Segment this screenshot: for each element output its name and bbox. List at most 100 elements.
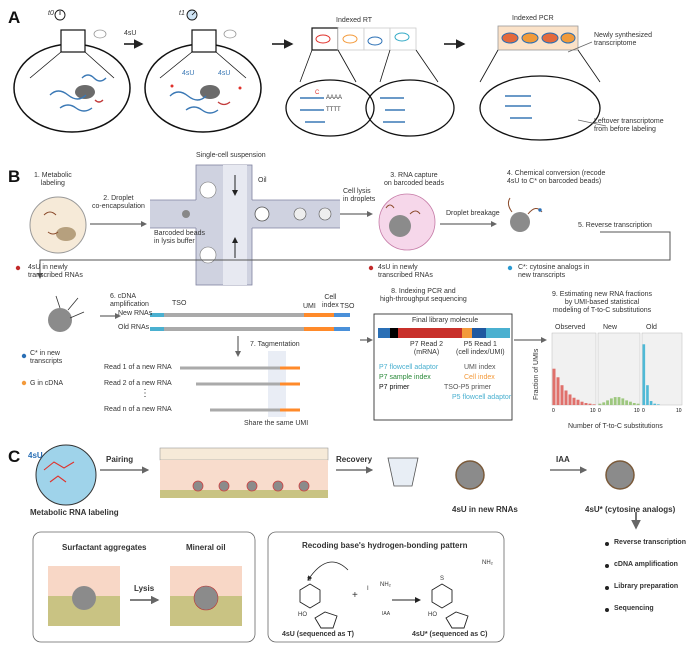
hist-bar-0-9 (588, 403, 592, 405)
lib-left-0: P7 flowcell adaptor (379, 364, 439, 371)
well-a1 (60, 29, 86, 53)
indexed-rt-label: Indexed RT (336, 17, 373, 24)
atom-nh2: NH₂ (380, 582, 391, 588)
step3-label: 3. RNA capture on barcoded beads (384, 172, 444, 188)
umi-label: UMI (303, 303, 316, 310)
tttt-label: TTTT (326, 107, 341, 113)
analogs-label: 4sU* (cytosine analogs) (585, 505, 676, 514)
iaa-label: IAA (556, 455, 570, 464)
bullet-2: Library preparation (614, 583, 679, 590)
legend-g: G in cDNA (30, 380, 64, 387)
share-umi-label: Share the same UMI (244, 420, 309, 427)
legend-4su-2: 4sU in newly transcribed RNAs (378, 264, 433, 280)
stopwatch-icon (54, 9, 66, 21)
lib-left-2: P7 primer (379, 384, 410, 391)
hist-bar-1-7 (625, 400, 629, 405)
t1-label: t1 (179, 10, 185, 17)
lysis-label: Lysis (134, 584, 155, 593)
step6-label: 6. cDNA amplification (110, 293, 149, 309)
hist-bar-1-4 (613, 397, 617, 405)
final-lib-label: Final library molecule (412, 317, 479, 324)
dots: ⋮ (140, 388, 150, 399)
hist-tick-2-0: 0 (642, 408, 645, 414)
newly-synth-label: Newly synthesized transcriptome (594, 32, 652, 48)
aaaa-label: AAAA (326, 95, 343, 101)
lib-right-3: P5 flowcell adaptor (452, 394, 512, 401)
iaa-small-label: IAA (382, 611, 391, 617)
hist-bar-1-9 (632, 403, 636, 405)
hist-bar-0-8 (584, 403, 588, 405)
hist-bar-0-0 (552, 368, 556, 405)
hist-bar-0-10 (592, 404, 596, 405)
hist-bar-1-0 (598, 403, 602, 405)
arrow-4su-label: 4sU (124, 30, 137, 37)
hist-tick-2-1: 10 (676, 408, 682, 414)
tso-label: TSO (172, 300, 187, 307)
hist-bar-0-3 (564, 390, 568, 405)
hist-xlabel: Number of T-to-C substitutions (568, 423, 663, 430)
cell-4su-label-2: 4sU (218, 70, 231, 77)
atom-ho2: HO (428, 612, 437, 618)
lib-right-0: UMI index (464, 364, 496, 371)
legend-4su-1: 4sU in newly transcribed RNAs (28, 264, 83, 280)
pairing-label: Pairing (106, 455, 134, 464)
step8-label: 8. Indexing PCR and high-throughput sequ… (380, 288, 467, 304)
hist-bar-2-4 (657, 404, 660, 405)
metabolic-label: Metabolic RNA labeling (30, 508, 119, 517)
hist-title-2: Old (646, 324, 657, 331)
su-seq-c-label: 4sU* (sequenced as C) (412, 631, 488, 638)
lib-right-1: Cell index (464, 374, 495, 381)
step5-label: 5. Reverse transcription (578, 222, 652, 229)
hist-bar-1-5 (617, 397, 621, 405)
hist-bar-1-8 (629, 401, 632, 405)
panel-label-b: B (8, 167, 21, 186)
p5-read1-label: P5 Read 1 (cell index/UMI) (456, 341, 505, 357)
atom-s1: S (307, 577, 312, 583)
hist-bar-2-0 (642, 344, 646, 405)
step1-label: 1. Metabolic labeling (34, 172, 72, 188)
bullet-1: cDNA amplification (614, 561, 678, 568)
panel-label-a: A (8, 8, 21, 27)
hist-bar-0-2 (560, 385, 564, 405)
bead-step4 (510, 212, 530, 232)
read1-label: Read 1 of a new RNA (104, 364, 172, 371)
atom-s2: S (440, 576, 445, 582)
lib-left-1: P7 sample index (379, 374, 431, 381)
su-label: 4sU (28, 451, 43, 460)
oil-label: Oil (258, 177, 267, 184)
hist-bar-1-2 (606, 400, 609, 405)
indexed-pcr-label: Indexed PCR (512, 15, 554, 22)
cell-4su-label-1: 4sU (182, 70, 195, 77)
read2-label: Read 2 of a new RNA (104, 380, 172, 387)
hist-tick-0-0: 0 (552, 408, 555, 414)
new-rnas-c-label: 4sU in new RNAs (452, 505, 518, 514)
step9-label: 9. Estimating new RNA fractions by UMI-b… (552, 291, 652, 315)
hist-bar-0-5 (572, 397, 576, 405)
hist-tick-1-1: 10 (634, 408, 640, 414)
hist-tick-0-1: 10 (590, 408, 596, 414)
hist-bar-0-1 (556, 377, 560, 405)
recoding-title: Recoding base's hydrogen-bonding pattern (302, 541, 468, 550)
hist-bar-0-6 (576, 399, 580, 405)
labeling-dish (35, 444, 97, 506)
hist-bar-1-1 (602, 402, 606, 405)
hist-bar-1-3 (609, 398, 613, 405)
new-rnas-label: New RNAs (118, 310, 153, 317)
recovery-tube (387, 457, 419, 487)
atom-i: I (367, 586, 369, 592)
step2-label: 2. Droplet co-encapsulation (92, 195, 145, 211)
droplet-breakage-label: Droplet breakage (446, 210, 500, 217)
surfactant-label: Surfactant aggregates (62, 543, 147, 552)
hist-bar-2-1 (646, 385, 649, 405)
t0-label: t0 (48, 10, 54, 17)
cell-lysis-label: Cell lysis in droplets (343, 188, 376, 204)
bullet-0: Reverse transcription (614, 539, 686, 546)
single-cell-label: Single-cell suspension (196, 152, 266, 159)
hist-panel-1 (597, 332, 641, 406)
mineral-oil-label: Mineral oil (186, 543, 226, 552)
recovery-label: Recovery (336, 455, 373, 464)
